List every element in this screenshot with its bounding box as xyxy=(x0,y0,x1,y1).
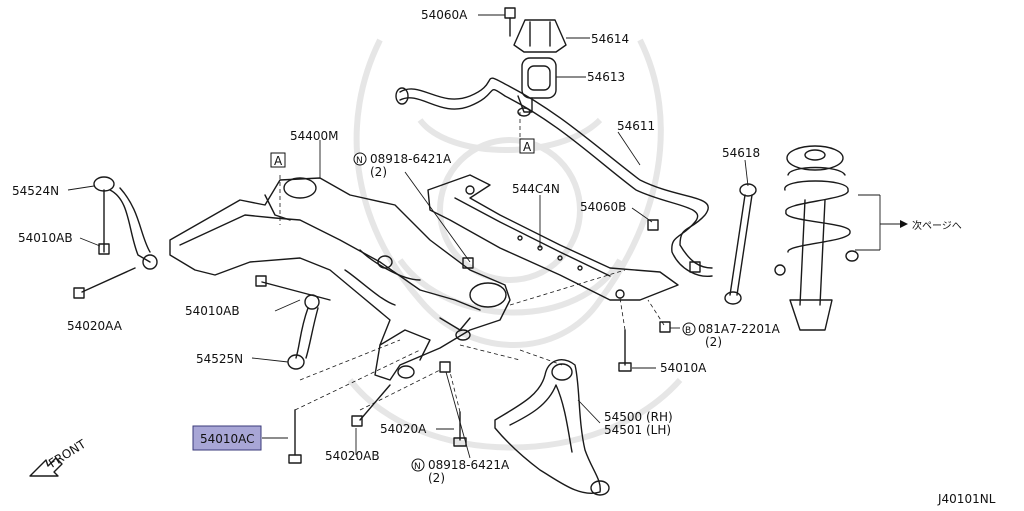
label-54525N[interactable]: 54525N xyxy=(196,352,243,366)
label-54010AB-mid[interactable]: 54010AB xyxy=(185,304,240,318)
label-54010AC[interactable]: 54010AC xyxy=(200,432,255,446)
front-arrow-icon xyxy=(29,457,63,477)
tension-rod-54524N xyxy=(73,176,158,299)
lower-arm xyxy=(494,359,610,496)
label-08918-top-qty: (2) xyxy=(370,165,387,179)
label-54010A[interactable]: 54010A xyxy=(660,361,707,375)
label-54400M[interactable]: 54400M xyxy=(290,129,339,143)
label-544C4N[interactable]: 544C4N xyxy=(512,182,560,196)
section-marker-top: A xyxy=(270,152,286,168)
label-54060B[interactable]: 54060B xyxy=(580,200,626,214)
label-54613[interactable]: 54613 xyxy=(587,70,625,84)
n-circle-icon xyxy=(411,458,425,472)
label-08918-bottom[interactable]: 08918-6421A xyxy=(428,458,510,472)
label-54060A[interactable]: 54060A xyxy=(421,8,468,22)
n-circle-icon xyxy=(353,152,367,166)
section-marker-stabilizer: A xyxy=(519,138,535,154)
label-54614[interactable]: 54614 xyxy=(591,32,629,46)
drawing-code: J40101NL xyxy=(937,492,996,506)
stabilizer-bar xyxy=(395,77,713,277)
section-marker-label: A xyxy=(523,140,532,154)
section-marker-label: A xyxy=(274,154,283,168)
label-54010AB-left[interactable]: 54010AB xyxy=(18,231,73,245)
alignment-lines xyxy=(279,112,665,413)
label-54524N[interactable]: 54524N xyxy=(12,184,59,198)
label-54020AB[interactable]: 54020AB xyxy=(325,449,380,463)
stabilizer-link xyxy=(724,183,757,305)
leader-lines xyxy=(67,14,908,459)
highlight-box xyxy=(192,425,262,451)
next-page-label: 次ページへ xyxy=(912,219,962,232)
rear-member-544C4N xyxy=(427,174,679,301)
bolt-54060A xyxy=(504,7,516,37)
n-circle-label: N xyxy=(414,462,421,472)
b-circle-icon xyxy=(682,322,696,336)
label-54501[interactable]: 54501 (LH) xyxy=(604,423,671,437)
label-081A7-qty: (2) xyxy=(705,335,722,349)
n-circle-label: N xyxy=(356,156,363,166)
label-54020A[interactable]: 54020A xyxy=(380,422,427,436)
label-081A7[interactable]: 081A7-2201A xyxy=(698,322,781,336)
label-08918-top[interactable]: 08918-6421A xyxy=(370,152,452,166)
front-crossmember xyxy=(169,177,511,381)
label-54611[interactable]: 54611 xyxy=(617,119,655,133)
front-direction-indicator: FRONT xyxy=(29,437,89,477)
stabilizer-bushing xyxy=(513,19,567,117)
b-circle-label: B xyxy=(685,326,691,336)
label-54020AA[interactable]: 54020AA xyxy=(67,319,123,333)
strut-assembly xyxy=(774,145,859,331)
label-08918-bottom-qty: (2) xyxy=(428,471,445,485)
label-54500[interactable]: 54500 (RH) xyxy=(604,410,673,424)
link-54525N xyxy=(255,275,331,370)
label-54618[interactable]: 54618 xyxy=(722,146,760,160)
front-label: FRONT xyxy=(46,437,89,471)
